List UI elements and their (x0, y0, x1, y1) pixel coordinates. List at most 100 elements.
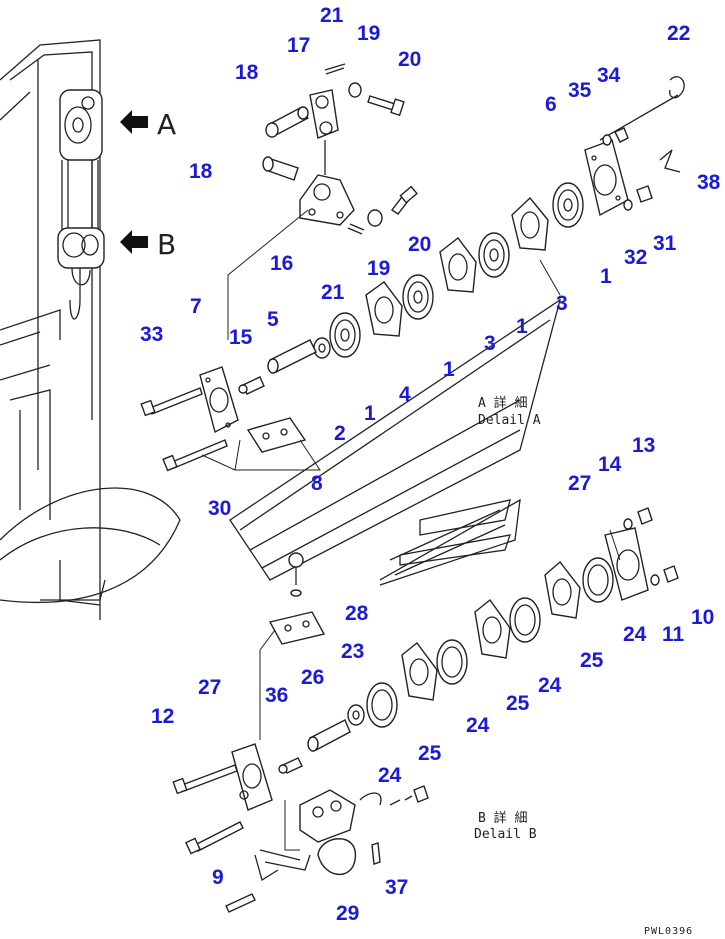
sheave-1-c (402, 274, 434, 320)
cable-anchor-22 (599, 76, 685, 141)
pin-18-lower (262, 156, 299, 181)
callout-28[interactable]: 28 (345, 602, 369, 625)
bracket-16 (299, 140, 355, 226)
sheave-1-a (552, 182, 584, 228)
callout-37[interactable]: 37 (385, 876, 408, 899)
callout-19-upper[interactable]: 19 (357, 22, 380, 45)
callout-11[interactable]: 11 (662, 623, 685, 646)
sheave-24-c (436, 639, 468, 685)
callout-9[interactable]: 9 (212, 866, 224, 889)
callout-19-lower[interactable]: 19 (367, 257, 390, 280)
callout-1-third[interactable]: 1 (443, 358, 455, 381)
callout-14[interactable]: 14 (598, 453, 622, 476)
bolt-9-small (225, 893, 256, 913)
view-label-b: B (157, 228, 176, 261)
sheave-24-a (582, 557, 614, 603)
callout-3-left[interactable]: 3 (484, 332, 496, 355)
callout-30[interactable]: 30 (208, 497, 231, 520)
detail-b-english: Delail B (474, 827, 537, 842)
view-label-a: A (157, 108, 176, 141)
callout-27-left[interactable]: 27 (198, 676, 221, 699)
callout-17[interactable]: 17 (287, 34, 310, 57)
callout-24-c[interactable]: 24 (466, 714, 490, 737)
callout-4[interactable]: 4 (399, 383, 411, 406)
side-plate-7 (199, 366, 239, 434)
callout-1-top[interactable]: 1 (600, 265, 612, 288)
side-plate-27-left (231, 743, 273, 811)
washer-19-upper (348, 82, 362, 98)
callout-8[interactable]: 8 (311, 472, 323, 495)
callout-12[interactable]: 12 (151, 705, 174, 728)
callout-21-upper[interactable]: 21 (320, 4, 344, 27)
spacer-25-c (401, 641, 438, 701)
shaft-26 (307, 719, 351, 752)
cable-loop-29 (254, 838, 356, 882)
callout-26[interactable]: 26 (301, 666, 324, 689)
plate-28 (268, 611, 326, 645)
callout-35[interactable]: 35 (568, 79, 592, 102)
link-17 (309, 89, 339, 139)
callout-31[interactable]: 31 (653, 232, 677, 255)
callout-6[interactable]: 6 (545, 93, 557, 116)
callout-2[interactable]: 2 (334, 422, 346, 445)
callout-29[interactable]: 29 (336, 902, 359, 925)
callout-10[interactable]: 10 (691, 606, 714, 629)
bolt-33 (140, 387, 203, 417)
callout-27-right[interactable]: 27 (568, 472, 591, 495)
callout-25-b[interactable]: 25 (506, 692, 530, 715)
bolt-20-lower (390, 185, 418, 215)
callout-15[interactable]: 15 (229, 326, 253, 349)
shaft-5 (267, 339, 317, 374)
sheave-a-overview (59, 89, 103, 250)
nut-13 (637, 507, 653, 525)
callout-1-second[interactable]: 1 (516, 315, 528, 338)
callout-3-right[interactable]: 3 (556, 292, 568, 315)
sheave-1-d (329, 312, 361, 358)
drawing-code: PWL0396 (644, 926, 693, 937)
bolt-30 (162, 439, 228, 472)
callout-34[interactable]: 34 (597, 64, 621, 87)
sheave-b-overview (57, 227, 105, 286)
sheave-24-d (366, 682, 398, 728)
callout-18-lower[interactable]: 18 (189, 160, 213, 183)
cotter-pin-21-upper (324, 63, 346, 75)
spacer-25-a (544, 560, 581, 619)
arrow-b-icon (120, 230, 148, 254)
grease-fitting-37 (371, 842, 381, 865)
callout-38[interactable]: 38 (697, 171, 721, 194)
spacer-25-b (474, 598, 511, 659)
callout-24-a[interactable]: 24 (623, 623, 647, 646)
callout-1-fourth[interactable]: 1 (364, 402, 376, 425)
washer-11 (650, 574, 660, 586)
callout-36[interactable]: 36 (265, 684, 288, 707)
washer-14 (623, 518, 633, 530)
bolt-12 (172, 764, 238, 795)
callout-5[interactable]: 5 (267, 308, 279, 331)
bearing-23 (347, 704, 365, 726)
cotter-pin-21-lower (347, 223, 365, 235)
callout-24-d[interactable]: 24 (378, 764, 402, 787)
callout-13[interactable]: 13 (632, 434, 655, 457)
bearing-2 (313, 337, 331, 359)
grease-fitting-15 (238, 376, 265, 395)
leaders-a (201, 209, 561, 471)
grease-fitting-36 (278, 757, 303, 774)
callout-16[interactable]: 16 (270, 252, 293, 275)
callout-24-b[interactable]: 24 (538, 674, 562, 697)
callout-25-a[interactable]: 25 (580, 649, 604, 672)
callout-23[interactable]: 23 (341, 640, 364, 663)
callout-18-upper[interactable]: 18 (235, 61, 259, 84)
callout-25-c[interactable]: 25 (418, 742, 442, 765)
clip-38 (659, 149, 681, 173)
callout-20-lower[interactable]: 20 (408, 233, 431, 256)
callout-20-upper[interactable]: 20 (398, 48, 421, 71)
callout-numbers: 21 19 17 20 18 22 34 35 6 38 18 16 20 19… (140, 4, 721, 925)
callout-33[interactable]: 33 (140, 323, 163, 346)
eye-bolt-28 (288, 552, 304, 597)
detail-a-english: Delail A (478, 413, 541, 428)
callout-7[interactable]: 7 (190, 295, 202, 318)
callout-21-lower[interactable]: 21 (321, 281, 345, 304)
callout-32[interactable]: 32 (624, 246, 647, 269)
callout-22[interactable]: 22 (667, 22, 690, 45)
